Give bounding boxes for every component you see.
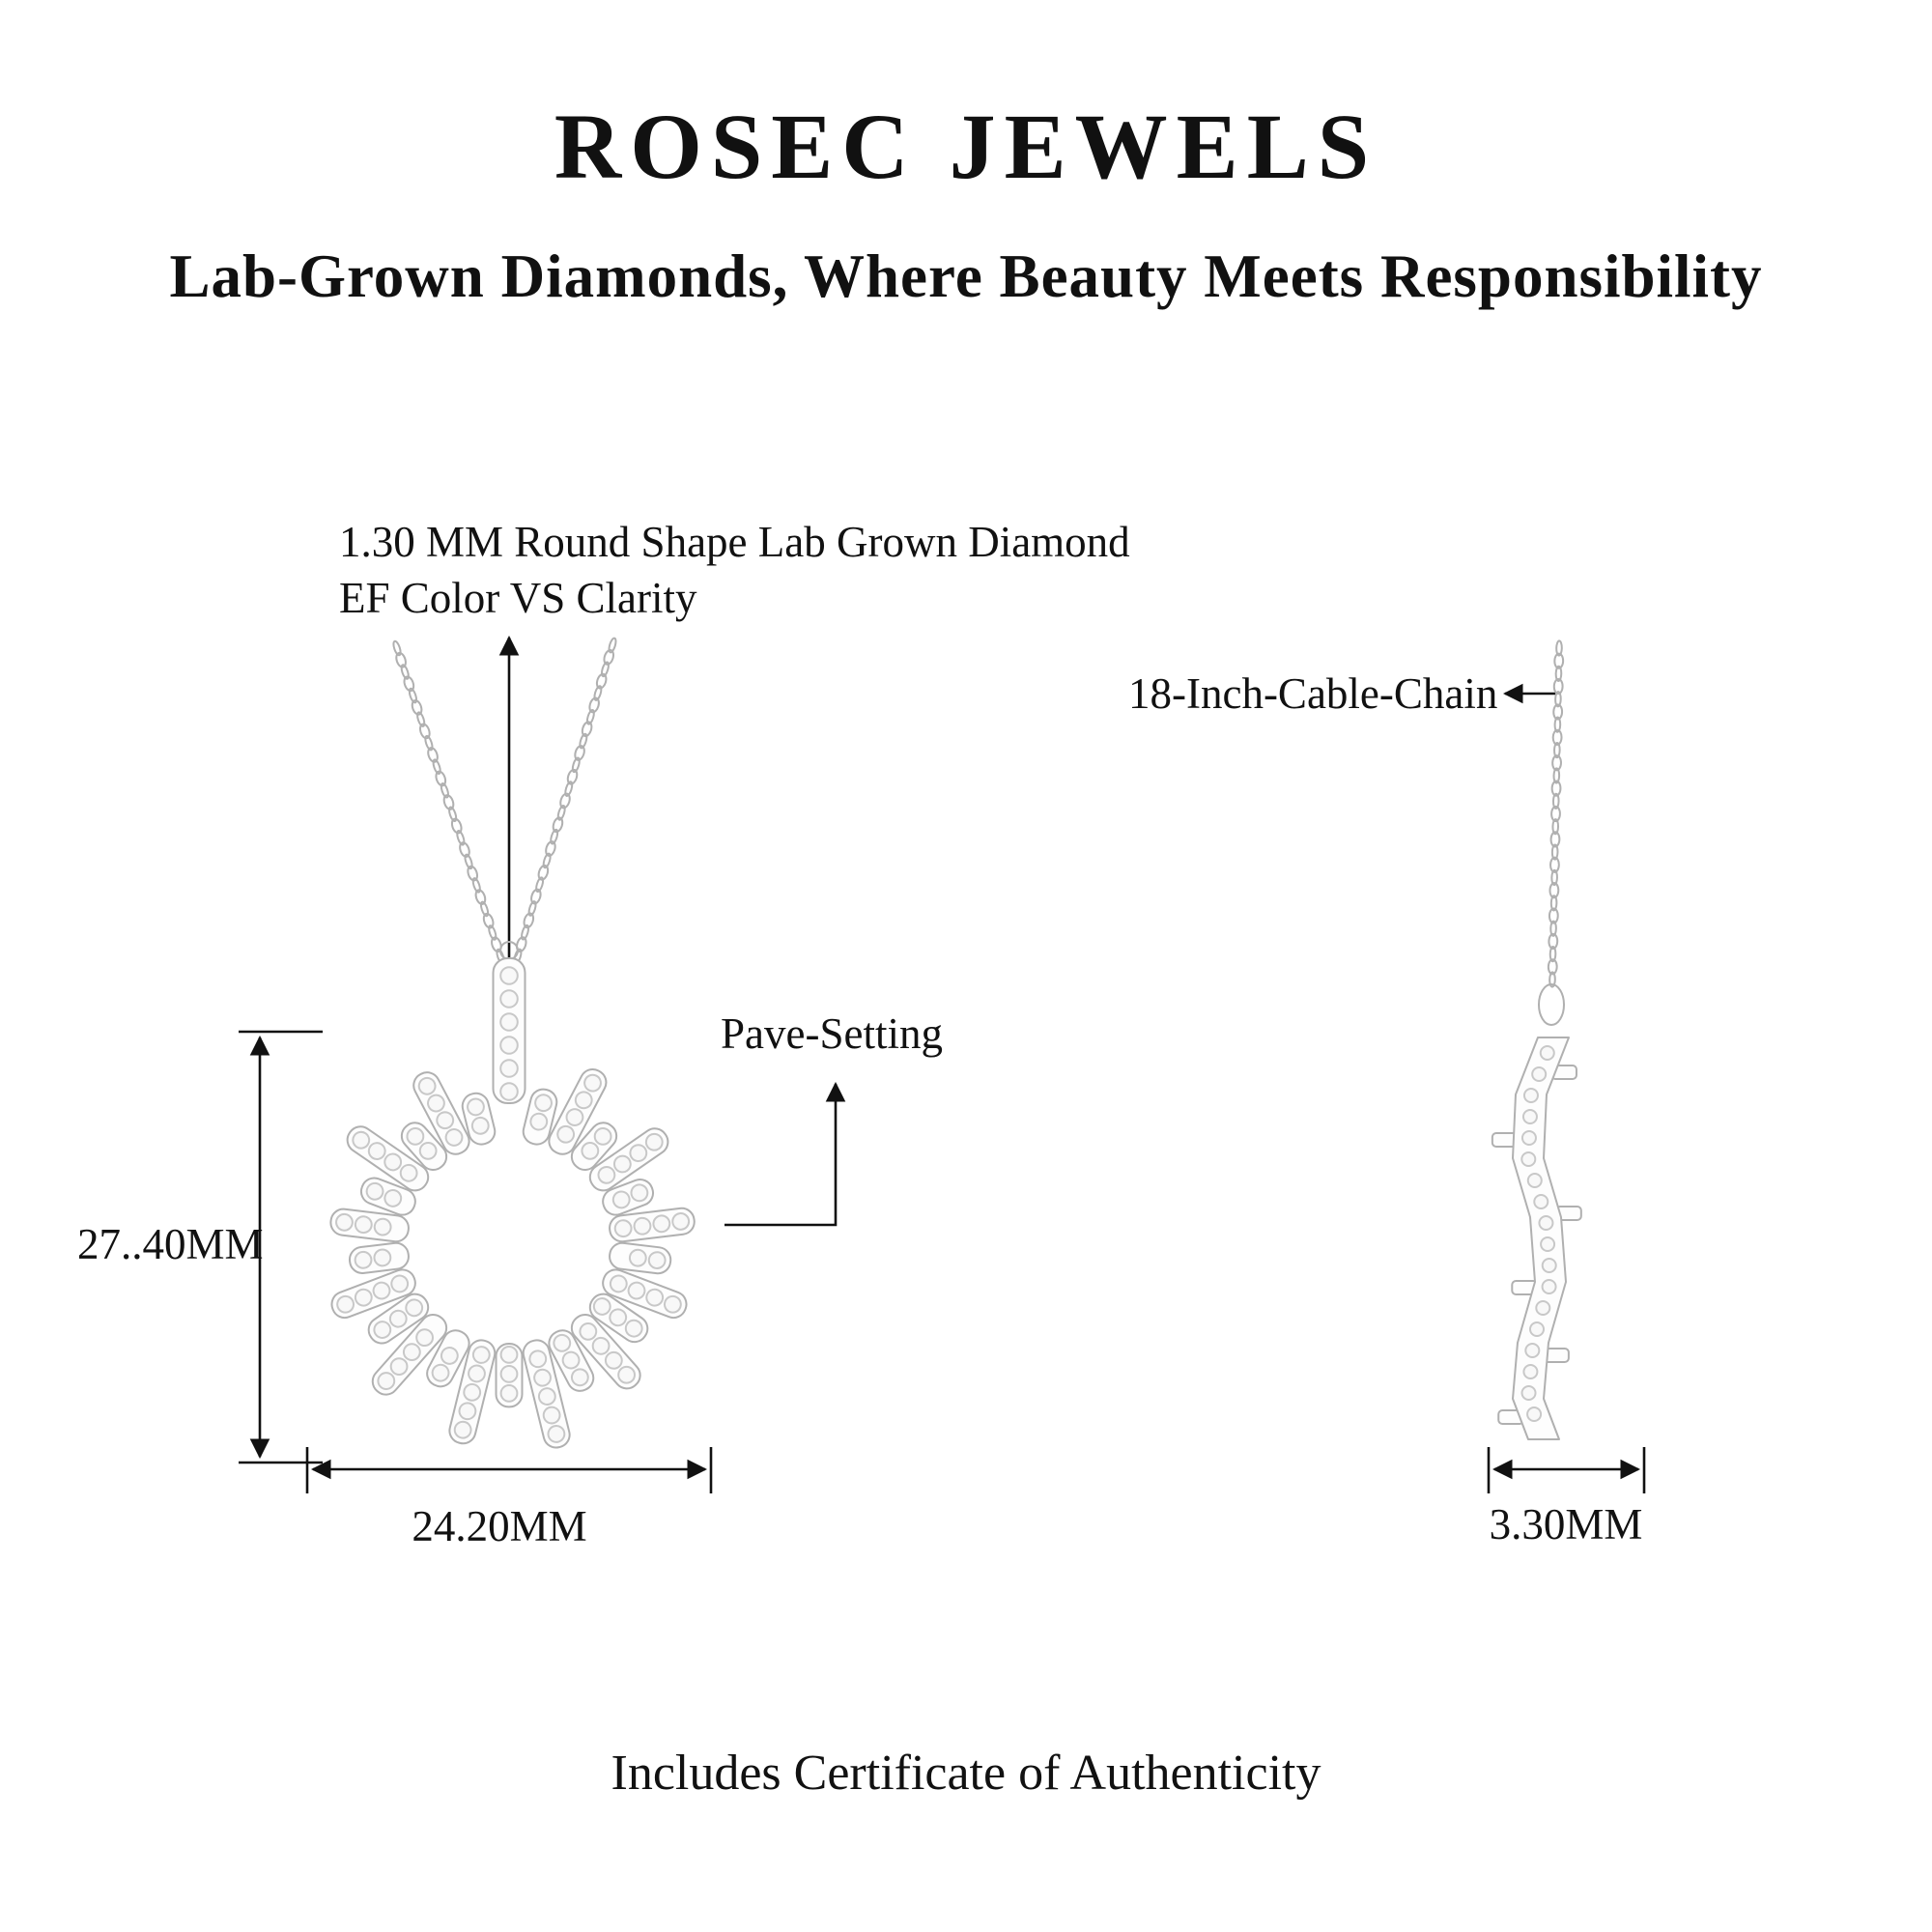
sunburst-bar <box>400 1122 448 1172</box>
sunburst-bar <box>602 1268 688 1320</box>
sunburst-bar <box>346 1125 430 1192</box>
pendant-height-dimension-label: 27..40MM <box>77 1220 264 1268</box>
callout-arrows <box>498 635 1556 1227</box>
diamond-spec-line1: 1.30 MM Round Shape Lab Grown Diamond <box>339 518 1130 566</box>
sunburst-bar <box>461 1092 497 1146</box>
diamond-spec-line2: EF Color VS Clarity <box>339 574 697 622</box>
side-bail <box>1538 983 1565 1026</box>
side-chain <box>1547 639 1565 988</box>
sunburst-bar <box>588 1293 649 1344</box>
sunburst-bar <box>495 1343 524 1408</box>
sunburst-bar <box>522 1088 558 1146</box>
dimension-lines <box>239 1030 1646 1493</box>
brand-tagline: Lab-Grown Diamonds, Where Beauty Meets R… <box>169 242 1763 310</box>
sunburst-bar <box>548 1329 595 1392</box>
front-chain-right-strand <box>513 637 617 965</box>
sunburst-bar <box>367 1293 430 1345</box>
sunburst-bar <box>329 1208 410 1243</box>
sunburst-bar <box>588 1127 669 1192</box>
sunburst-bar <box>522 1339 571 1449</box>
pave-callout-arrow <box>724 1081 846 1227</box>
front-pendant <box>329 941 696 1449</box>
brand-title: ROSEC JEWELS <box>554 95 1378 198</box>
side-pendant <box>1491 983 1582 1440</box>
sunburst-bar <box>412 1071 470 1155</box>
pendant-depth-dimension-label: 3.30MM <box>1489 1500 1643 1548</box>
sunburst-bar <box>548 1068 608 1155</box>
pave-setting-label: Pave-Setting <box>721 1009 943 1058</box>
sunburst-bar <box>371 1313 448 1396</box>
sunburst-bar <box>448 1339 497 1445</box>
sunburst-bar <box>359 1177 416 1216</box>
sunburst-bar <box>330 1268 416 1320</box>
sunburst-bar <box>570 1122 618 1172</box>
sunburst-bar <box>609 1207 696 1243</box>
sunburst-bar <box>609 1241 672 1275</box>
pendant-width-dimension-label: 24.20MM <box>412 1502 587 1550</box>
diamond-spec-callout: 1.30 MM Round Shape Lab Grown Diamond EF… <box>339 514 1130 626</box>
chain-callout-label: 18-Inch-Cable-Chain <box>1128 669 1498 718</box>
sunburst-bar <box>348 1241 410 1274</box>
sunburst-bar <box>602 1179 655 1216</box>
sunburst-bar <box>570 1313 641 1390</box>
sunburst-bar <box>426 1329 470 1388</box>
certificate-note: Includes Certificate of Authenticity <box>611 1746 1321 1801</box>
front-chain-left-strand <box>392 639 505 965</box>
profile-strip <box>1512 1037 1570 1440</box>
